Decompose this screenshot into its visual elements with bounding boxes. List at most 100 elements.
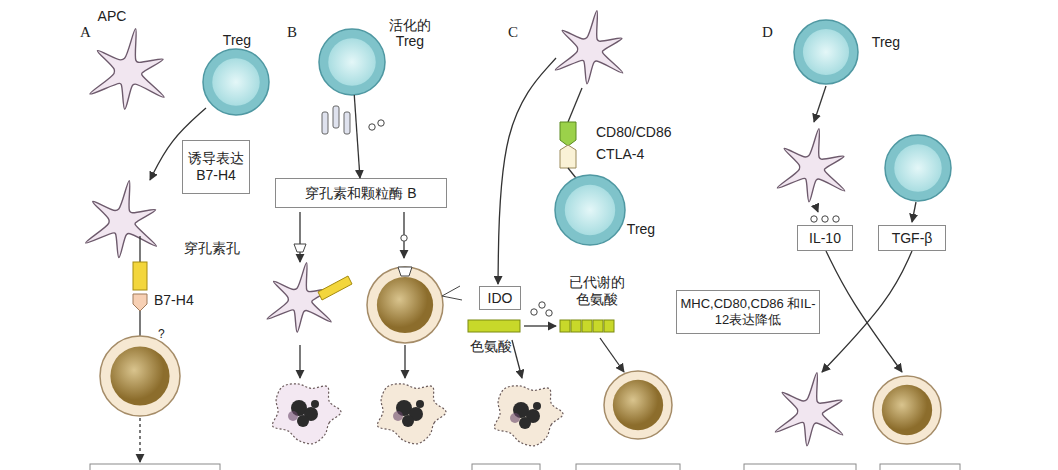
flow-arrow: [814, 86, 826, 122]
treg-membrane: [319, 29, 385, 95]
molecule-dot: [546, 310, 552, 316]
target-membrane: [100, 336, 180, 416]
process-box: TGF-β: [878, 225, 946, 251]
cell-outline: [319, 29, 385, 95]
cell-label: Treg: [866, 34, 906, 50]
molecule-dot: [378, 120, 384, 126]
apoptotic-fragment: [416, 400, 424, 408]
molecule-label: CTLA-4: [596, 146, 644, 163]
perforin-pore: [294, 244, 306, 252]
cropped-box: [576, 464, 680, 470]
question-mark: ?: [158, 326, 165, 343]
process-box: IL-10: [797, 225, 853, 251]
apoptotic-fragment: [311, 400, 319, 408]
flow-arrow: [826, 251, 902, 372]
molecule-dot: [401, 235, 407, 241]
molecule-dot: [369, 124, 375, 130]
treg-cell: Treg: [555, 175, 625, 245]
box-label: MHC,CD80,CD86 和IL-12表达降低: [680, 296, 816, 328]
cell-label: Treg: [215, 32, 259, 48]
metabolite-segment: [593, 320, 603, 332]
annotation-label: 穿孔素孔: [184, 240, 240, 257]
process-box: 诱导表达 B7-H4: [182, 140, 250, 194]
target-membrane: [367, 267, 443, 343]
treg-cell: Treg: [203, 49, 269, 115]
apc-shape: [86, 181, 157, 258]
treg-nucleus: [894, 144, 942, 192]
apoptotic-fragment: [510, 413, 520, 423]
apoptotic-fragment: [297, 415, 309, 427]
perforin-symbol: [333, 106, 339, 128]
flow-arrow: [912, 202, 916, 222]
panel-letter: D: [762, 24, 773, 41]
metabolite-segment: [571, 320, 581, 332]
perforin-pore: [398, 267, 412, 276]
process-box: MHC,CD80,CD86 和IL-12表达降低: [676, 290, 820, 334]
molecule-dot: [531, 309, 537, 315]
cropped-box: [744, 464, 856, 470]
apc-shape: [777, 129, 844, 202]
perforin-symbol: [344, 112, 350, 134]
cd80-cd86-ligand: [560, 122, 576, 146]
cell-label: Treg: [621, 221, 661, 237]
box-label: IDO: [488, 290, 513, 307]
molecule-dot: [833, 216, 839, 222]
flow-arrow: [299, 345, 300, 378]
link-line: [568, 168, 576, 178]
panel-letter: B: [287, 24, 297, 41]
annotation-label: 色氨酸: [470, 338, 512, 355]
link-line: [139, 311, 140, 336]
treg-membrane: [794, 20, 858, 84]
cell-outline: [203, 49, 269, 115]
box-label: 诱导表达 B7-H4: [186, 150, 246, 184]
process-box: 穿孔素和颗粒酶 B: [275, 178, 447, 208]
apoptotic-fragment: [393, 411, 403, 421]
flow-arrow: [404, 345, 405, 378]
treg-membrane: [885, 135, 951, 201]
cropped-box: [472, 464, 540, 470]
apc-shape: [90, 29, 164, 110]
cropped-box: [880, 464, 960, 470]
target-nucleus: [613, 380, 663, 430]
panel-letter: C: [508, 24, 518, 41]
box-label: TGF-β: [892, 230, 933, 247]
treg-membrane: [555, 175, 625, 245]
treg-cell: 活化的 Treg: [319, 29, 385, 95]
cell-outline: [82, 28, 174, 118]
apoptotic-fragment: [288, 411, 298, 421]
dying-cell: [272, 384, 341, 444]
molecule-dot: [539, 302, 545, 308]
cell-outline: [555, 175, 625, 245]
pore-insert: [318, 276, 352, 300]
cell-label: APC: [94, 8, 130, 24]
flow-arrow: [512, 340, 522, 378]
target-nucleus: [377, 277, 433, 333]
treg-nucleus: [328, 38, 376, 86]
cell-label: 活化的 Treg: [387, 17, 433, 49]
flow-arrow: [354, 95, 360, 178]
target-nucleus: [110, 346, 169, 405]
flow-arrow: [498, 58, 556, 284]
cell-outline: [794, 20, 858, 84]
metabolite-segment: [560, 320, 570, 332]
process-box: IDO: [479, 286, 521, 310]
target-membrane: [873, 376, 941, 444]
treg-membrane: [203, 49, 269, 115]
flow-arrow: [139, 418, 140, 462]
cropped-box: [90, 464, 220, 470]
apc-shape: [775, 373, 842, 446]
molecule-dot: [822, 216, 828, 222]
panel-letter: A: [80, 24, 91, 41]
apc-shape: [555, 11, 622, 84]
apoptotic-fragment: [519, 417, 531, 429]
box-label: 穿孔素和颗粒酶 B: [305, 185, 416, 202]
dying-cell: [494, 386, 563, 446]
target-membrane: [604, 371, 672, 439]
granzyme-symbol: [442, 286, 462, 300]
flow-arrow: [600, 338, 624, 372]
dying-cell: [377, 384, 446, 444]
molecule-label: B7-H4: [154, 292, 194, 309]
link-line: [568, 88, 582, 122]
flow-arrow: [822, 251, 912, 372]
